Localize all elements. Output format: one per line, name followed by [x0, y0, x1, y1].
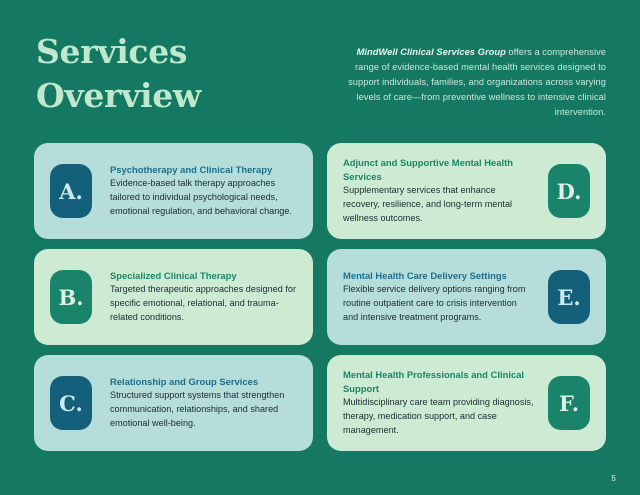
card-badge-b: B. — [50, 270, 92, 324]
service-card-f[interactable]: Mental Health Professionals and Clinical… — [327, 355, 606, 451]
card-body-f: Mental Health Professionals and Clinical… — [343, 368, 534, 437]
service-card-d[interactable]: Adjunct and Supportive Mental Health Ser… — [327, 143, 606, 239]
slide-header: Services Overview MindWell Clinical Serv… — [0, 0, 640, 128]
card-text-d: Supplementary services that enhance reco… — [343, 185, 513, 223]
card-badge-f: F. — [548, 376, 590, 430]
service-card-e[interactable]: Mental Health Care Delivery Settings Fle… — [327, 249, 606, 345]
service-card-b[interactable]: B. Specialized Clinical Therapy Targeted… — [34, 249, 313, 345]
card-heading-c: Relationship and Group Services — [110, 376, 259, 388]
card-badge-e: E. — [548, 270, 590, 324]
card-body-b: Specialized Clinical Therapy Targeted th… — [110, 269, 301, 325]
intro-lead-company: MindWell Clinical Services Group — [356, 47, 506, 58]
card-text-f: Multidisciplinary care team providing di… — [343, 397, 534, 435]
card-badge-d: D. — [548, 164, 590, 218]
page-title-line-2: Overview — [36, 75, 202, 115]
services-card-grid: A. Psychotherapy and Clinical Therapy Ev… — [34, 143, 606, 451]
card-body-d: Adjunct and Supportive Mental Health Ser… — [343, 156, 534, 225]
card-heading-a: Psychotherapy and Clinical Therapy — [110, 164, 273, 176]
page-title: Services Overview — [36, 30, 316, 118]
intro-body-text: offers a comprehensive range of evidence… — [348, 47, 606, 118]
card-body-c: Relationship and Group Services Structur… — [110, 375, 301, 431]
service-card-a[interactable]: A. Psychotherapy and Clinical Therapy Ev… — [34, 143, 313, 239]
card-heading-d: Adjunct and Supportive Mental Health Ser… — [343, 157, 514, 182]
card-body-a: Psychotherapy and Clinical Therapy Evide… — [110, 163, 301, 219]
page-title-line-1: Services — [36, 32, 188, 71]
card-text-e: Flexible service delivery options rangin… — [343, 284, 526, 323]
card-body-e: Mental Health Care Delivery Settings Fle… — [343, 269, 534, 325]
card-heading-e: Mental Health Care Delivery Settings — [343, 270, 507, 282]
card-text-c: Structured support systems that strength… — [110, 390, 285, 429]
service-card-c[interactable]: C. Relationship and Group Services Struc… — [34, 355, 313, 451]
card-text-b: Targeted therapeutic approaches designed… — [110, 284, 296, 323]
card-heading-b: Specialized Clinical Therapy — [110, 270, 237, 282]
card-badge-a: A. — [50, 164, 92, 218]
card-badge-c: C. — [50, 376, 92, 430]
card-text-a: Evidence-based talk therapy approaches t… — [110, 178, 292, 217]
card-heading-f: Mental Health Professionals and Clinical… — [343, 369, 525, 394]
intro-paragraph: MindWell Clinical Services Group offers … — [334, 45, 606, 120]
page-number: 5 — [611, 474, 616, 483]
